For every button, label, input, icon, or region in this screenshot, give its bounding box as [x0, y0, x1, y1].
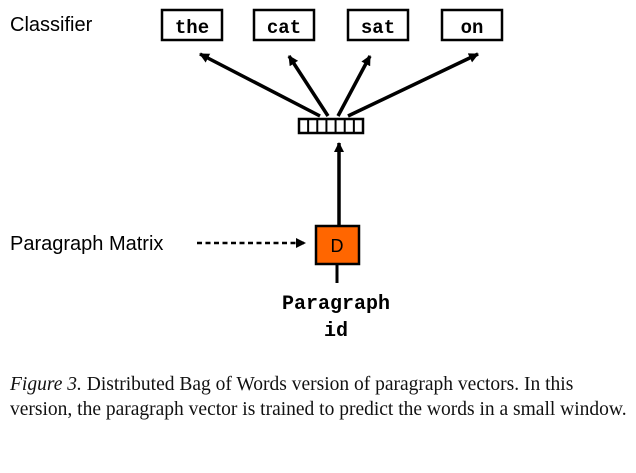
word-box-sat: sat — [346, 8, 410, 42]
arrow-to-the — [199, 52, 321, 118]
caption-text: Distributed Bag of Words version of para… — [10, 374, 627, 420]
paragraph-matrix-box: D — [314, 224, 361, 266]
word-box-on: on — [440, 8, 504, 42]
figure-caption: Figure 3. Distributed Bag of Words versi… — [10, 372, 632, 422]
word-cat: cat — [267, 17, 301, 39]
word-sat: sat — [361, 17, 395, 39]
word-on: on — [461, 17, 484, 39]
word-box-the: the — [160, 8, 224, 42]
caption-label: Figure 3. — [10, 374, 82, 395]
paragraph-vector — [297, 117, 365, 135]
paragraph-matrix-label: Paragraph Matrix — [10, 233, 163, 255]
paragraph-id-line1: Paragraph — [282, 293, 390, 316]
arrow-to-sat — [336, 55, 372, 117]
dbow-diagram: Classifier the cat sat on Paragraph Matr… — [10, 8, 504, 343]
arrow-to-on — [347, 52, 479, 118]
word-box-cat: cat — [252, 8, 316, 42]
word-the: the — [175, 17, 209, 39]
matrix-symbol: D — [331, 236, 344, 256]
paragraph-id-line2: id — [324, 320, 348, 343]
classifier-label: Classifier — [10, 14, 93, 36]
arrow-to-cat — [287, 55, 330, 117]
